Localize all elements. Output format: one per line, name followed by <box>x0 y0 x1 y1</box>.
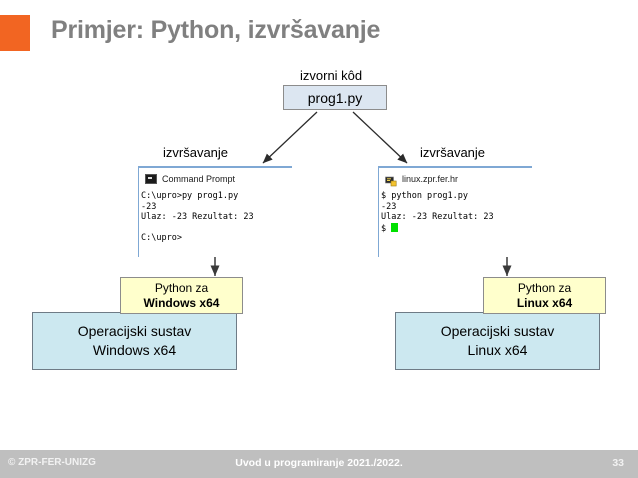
terminal-line: Ulaz: -23 Rezultat: 23 <box>381 212 494 222</box>
os-box-line2: Windows x64 <box>92 342 177 358</box>
footer-page-number: 33 <box>612 457 624 469</box>
os-box-linux: Operacijski sustav Linux x64 <box>395 312 600 370</box>
terminal-line: Ulaz: -23 Rezultat: 23 <box>141 212 254 222</box>
terminal-titlebar-windows: Command Prompt <box>139 168 292 190</box>
source-file-box: prog1.py <box>283 85 387 110</box>
terminal-line: -23 <box>381 201 397 212</box>
python-runtime-box-windows: Python za Windows x64 <box>120 277 243 314</box>
footer-course-title: Uvod u programiranje 2021./2022. <box>235 457 403 469</box>
execution-label-right: izvršavanje <box>420 145 486 160</box>
source-code-label: izvorni kôd <box>300 68 363 83</box>
accent-square-decoration <box>0 15 30 51</box>
footer-copyright: © ZPR-FER-UNIZG <box>8 457 96 468</box>
terminal-output-windows: C:\upro>py prog1.py -23 Ulaz: -23 Rezult… <box>139 190 292 244</box>
command-prompt-icon <box>145 174 157 184</box>
terminal-title-windows: Command Prompt <box>162 174 236 184</box>
source-file-name: prog1.py <box>307 89 363 106</box>
python-runtime-line1: Python za <box>154 280 209 295</box>
footer-bar: © ZPR-FER-UNIZG Uvod u programiranje 202… <box>0 450 638 478</box>
page-title: Primjer: Python, izvršavanje <box>51 16 381 44</box>
terminal-line: $ <box>381 223 392 234</box>
putty-terminal-icon <box>385 174 397 186</box>
terminal-title-linux: linux.zpr.fer.hr <box>402 174 459 184</box>
os-box-line1: Operacijski sustav <box>77 323 192 339</box>
terminal-line: C:\upro> <box>141 233 182 243</box>
execution-label-left: izvršavanje <box>163 145 229 160</box>
python-runtime-box-linux: Python za Linux x64 <box>483 277 606 314</box>
terminal-titlebar-linux: linux.zpr.fer.hr <box>379 168 532 190</box>
terminal-window-windows: Command Prompt C:\upro>py prog1.py -23 U… <box>138 166 292 257</box>
python-runtime-line2: Linux x64 <box>516 295 573 310</box>
terminal-line: $ python prog1.py <box>381 191 468 201</box>
terminal-line: -23 <box>141 201 157 212</box>
os-box-line2: Linux x64 <box>467 342 528 358</box>
terminal-output-linux: $ python prog1.py -23 Ulaz: -23 Rezultat… <box>379 190 532 234</box>
terminal-cursor <box>391 222 399 232</box>
python-runtime-line2: Windows x64 <box>143 295 220 310</box>
terminal-window-linux: linux.zpr.fer.hr $ python prog1.py -23 U… <box>378 166 532 257</box>
os-box-line1: Operacijski sustav <box>440 323 555 339</box>
python-runtime-line1: Python za <box>517 280 572 295</box>
terminal-line: C:\upro>py prog1.py <box>141 191 239 201</box>
os-box-windows: Operacijski sustav Windows x64 <box>32 312 237 370</box>
